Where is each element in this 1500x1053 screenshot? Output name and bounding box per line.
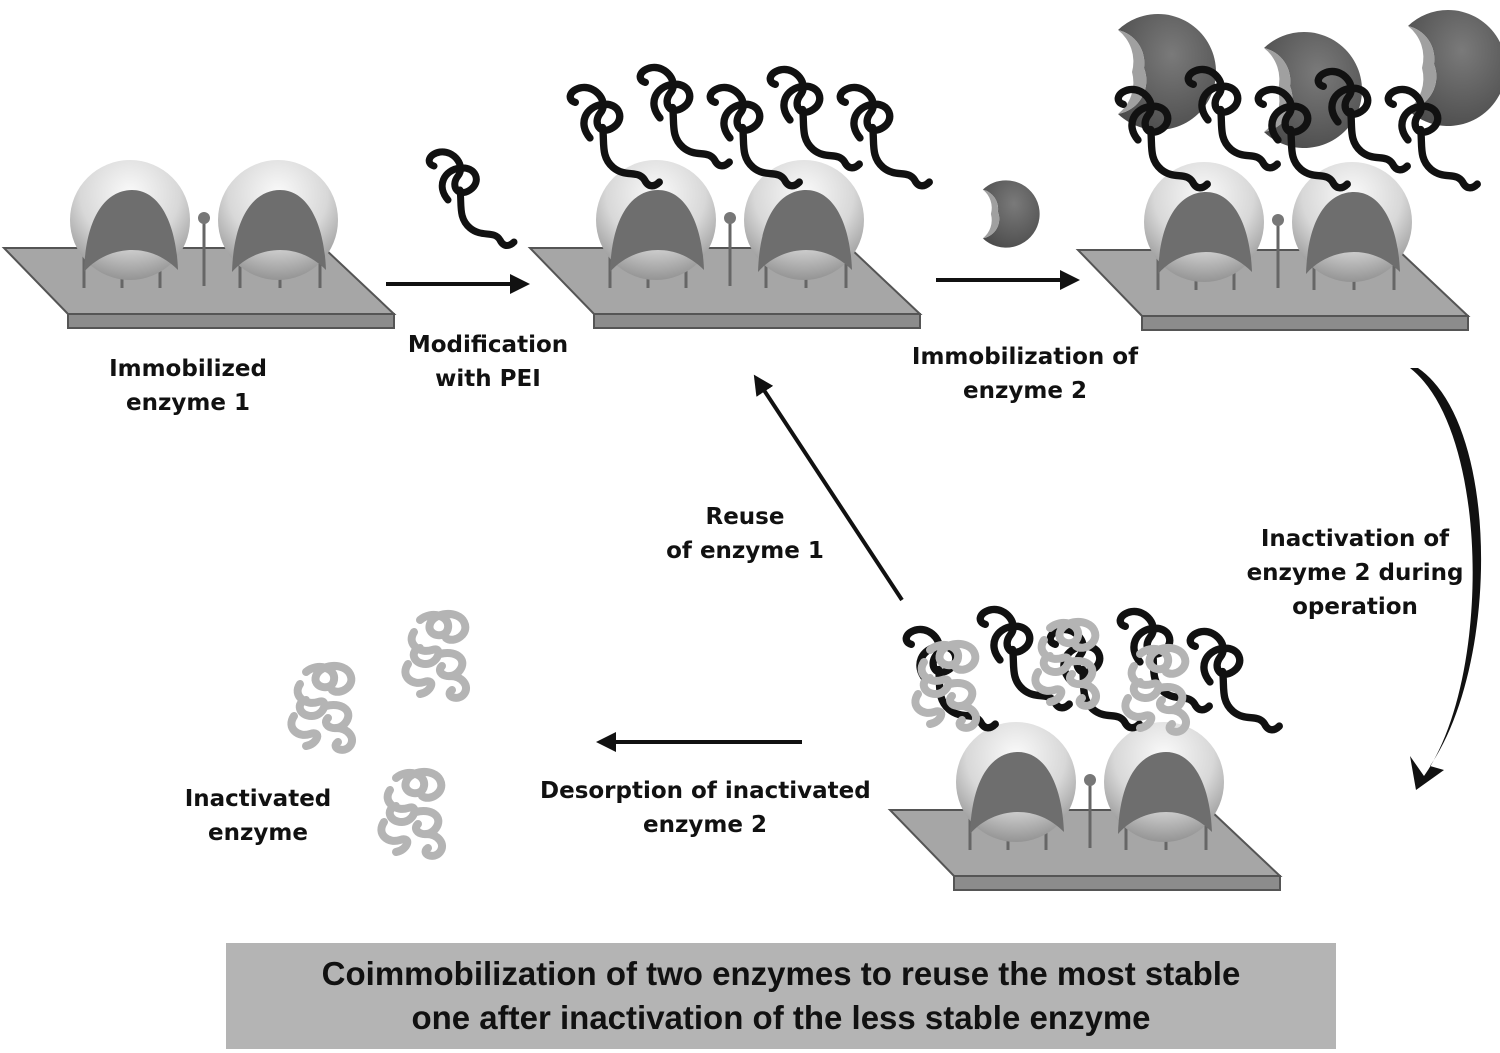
support-front — [67, 313, 395, 329]
arrow-reuse-enzyme-1 — [753, 374, 904, 602]
pei-polymer — [770, 69, 859, 167]
panel-inactivated-on-support — [887, 609, 1283, 891]
panel-coimmobilized — [1075, 10, 1500, 331]
free-enzyme-2 — [982, 180, 1040, 248]
support-front — [593, 313, 921, 329]
spacer-pin-head — [198, 212, 210, 224]
support-top — [1075, 249, 1471, 317]
inactivated-enzyme — [291, 666, 352, 750]
support-top — [887, 809, 1283, 877]
enzyme-1-pocket — [232, 190, 326, 272]
pei-polymer — [1190, 631, 1279, 729]
panel-pei-modified — [527, 67, 929, 329]
enzyme-1-pocket — [758, 190, 852, 272]
pei-polymer — [640, 67, 729, 165]
arrow-inactivation — [1410, 368, 1482, 790]
enzyme-2 — [982, 180, 1040, 248]
spacer-pin-head — [1084, 774, 1096, 786]
support-top — [1, 247, 397, 315]
enzyme-1-pocket — [970, 752, 1064, 834]
enzyme-1-pocket — [1306, 192, 1400, 274]
free-pei-polymer — [429, 152, 514, 246]
support-front — [953, 875, 1281, 891]
inactivated-enzyme — [405, 614, 466, 698]
spacer-pin-head — [724, 212, 736, 224]
support-front — [1141, 315, 1469, 331]
enzyme-1-pocket — [1118, 752, 1212, 834]
spacer-pin-head — [1272, 214, 1284, 226]
caption-box — [226, 943, 1336, 1049]
caption: Coimmobilization of two enzymes to reuse… — [321, 955, 1241, 1036]
free-pei-molecule — [429, 152, 514, 246]
enzyme-1-pocket — [1158, 192, 1252, 274]
enzyme-1-pocket — [610, 190, 704, 272]
support-top — [527, 247, 923, 315]
inactivated-enzyme — [381, 772, 442, 856]
enzyme-1-pocket — [84, 190, 178, 272]
panel-immobilized-enzyme-1 — [1, 160, 397, 329]
